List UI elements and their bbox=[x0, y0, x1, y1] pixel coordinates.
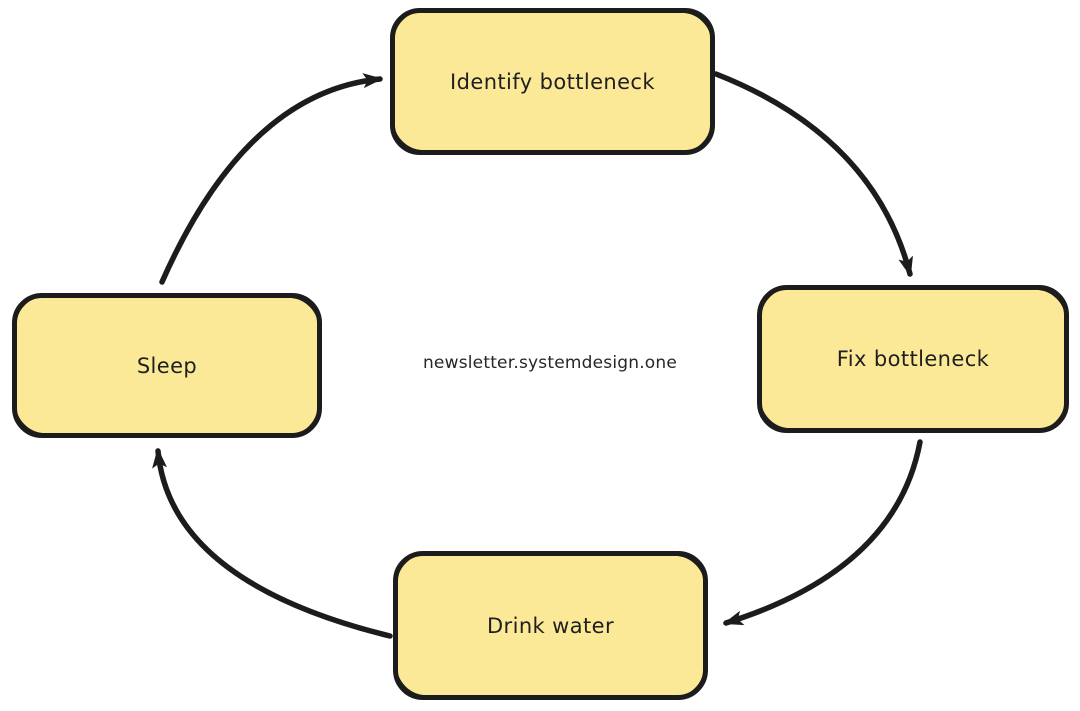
arrow-drink-to-sleep bbox=[152, 448, 393, 639]
arrow-identify-to-fix bbox=[713, 71, 913, 277]
node-label-drink-water: Drink water bbox=[486, 613, 615, 638]
arrow-fix-to-drink bbox=[723, 439, 923, 626]
node-sleep: Sleep bbox=[12, 293, 322, 438]
node-label-fix-bottleneck: Fix bottleneck bbox=[836, 347, 990, 371]
node-label-identify-bottleneck: Identify bottleneck bbox=[450, 69, 655, 94]
node-label-sleep: Sleep bbox=[136, 353, 198, 378]
node-fix-bottleneck: Fix bottleneck bbox=[757, 285, 1069, 433]
arrow-sleep-to-identify bbox=[159, 73, 383, 285]
node-drink-water: Drink water bbox=[393, 551, 708, 700]
node-identify-bottleneck: Identify bottleneck bbox=[390, 8, 715, 155]
watermark-text: newsletter.systemdesign.one bbox=[422, 353, 678, 373]
